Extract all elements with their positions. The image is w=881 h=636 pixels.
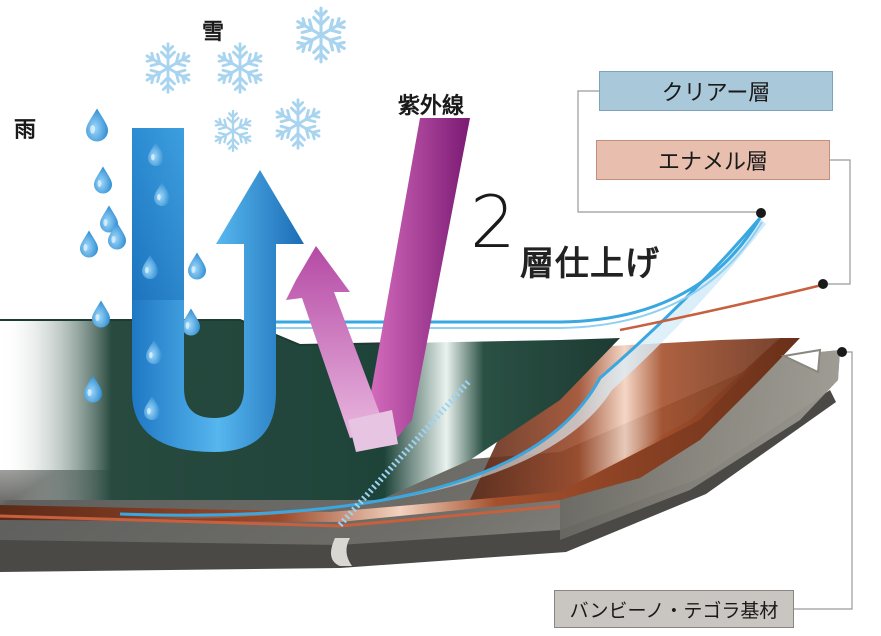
water-drop-icon (182, 308, 200, 336)
uv-arrows (286, 118, 470, 452)
uv-label: 紫外線 (398, 94, 465, 119)
snowflake-icon (294, 8, 348, 62)
two-layer-finish-label: 層仕上げ (520, 244, 660, 284)
snowflake-icon (216, 44, 265, 93)
water-drop-icon (188, 252, 206, 280)
two-layer-number: 2 (470, 180, 516, 264)
snowflake-icon (213, 111, 253, 151)
water-drop-icon (92, 300, 110, 328)
water-drop-icon (94, 166, 112, 194)
clear-layer-badge: クリアー層 (599, 71, 833, 111)
snowflake-icon (144, 44, 193, 93)
rain-label: 雨 (14, 118, 37, 143)
water-drop-icon (80, 230, 98, 258)
enamel-layer-badge: エナメル層 (596, 140, 830, 180)
water-drop-icon (86, 108, 108, 142)
snowflake-icon (274, 100, 323, 149)
base-material-badge: バンビーノ・テゴラ基材 (554, 590, 794, 628)
base-edge-arrow (780, 348, 822, 374)
leader-dots (756, 208, 847, 357)
snow-label: 雪 (202, 20, 225, 45)
clear-layer-film (0, 217, 823, 528)
water-deflect-arrow (132, 128, 304, 452)
